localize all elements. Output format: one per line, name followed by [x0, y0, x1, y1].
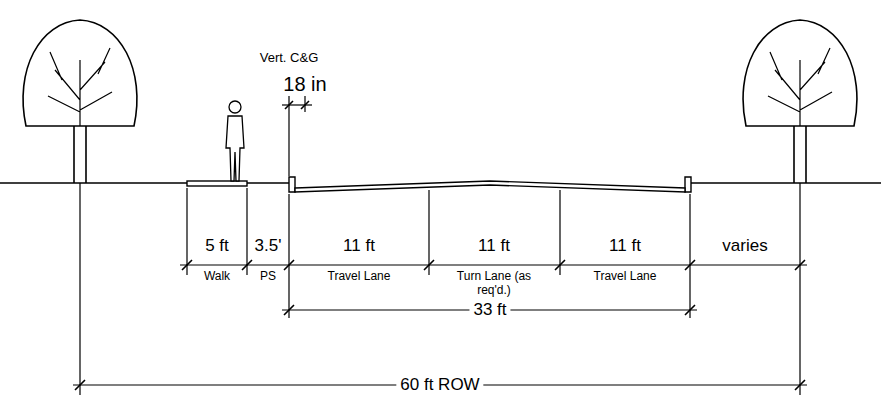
zone-name: Travel Lane	[594, 270, 657, 284]
person-figure	[226, 101, 244, 181]
dimension-value: 60 ft ROW	[396, 375, 483, 395]
dimension-value: 11 ft	[478, 236, 510, 256]
note-label: Vert. C&G	[260, 51, 319, 66]
dimension-value: varies	[722, 236, 767, 256]
dimension-lines	[73, 105, 807, 385]
extension-lines	[80, 96, 800, 395]
dimension-ticks	[75, 101, 805, 390]
tree-trunk	[74, 126, 86, 183]
tree-canopy	[743, 20, 857, 126]
trees	[23, 20, 857, 183]
tree-trunk	[794, 126, 806, 183]
roadway	[289, 177, 691, 192]
zone-name: PS	[260, 270, 276, 284]
pavement	[295, 181, 685, 192]
dimension-value: 11 ft	[343, 236, 375, 256]
zone-name: Turn Lane (as req'd.)	[448, 270, 540, 298]
zone-name: Walk	[204, 270, 230, 284]
zone-name: Travel Lane	[328, 270, 391, 284]
dimension-value: 11 ft	[609, 236, 641, 256]
dimension-value: 33 ft	[469, 300, 510, 320]
tree-branches	[48, 48, 112, 126]
tree-canopy	[23, 20, 137, 126]
dimension-value: 3.5'	[255, 236, 282, 256]
tree-branches	[768, 48, 832, 126]
curb	[685, 177, 691, 192]
dimension-value: 5 ft	[205, 236, 229, 256]
dimension-value: 18 in	[283, 73, 326, 96]
curb	[289, 177, 295, 192]
sidewalk-slab	[187, 181, 247, 186]
